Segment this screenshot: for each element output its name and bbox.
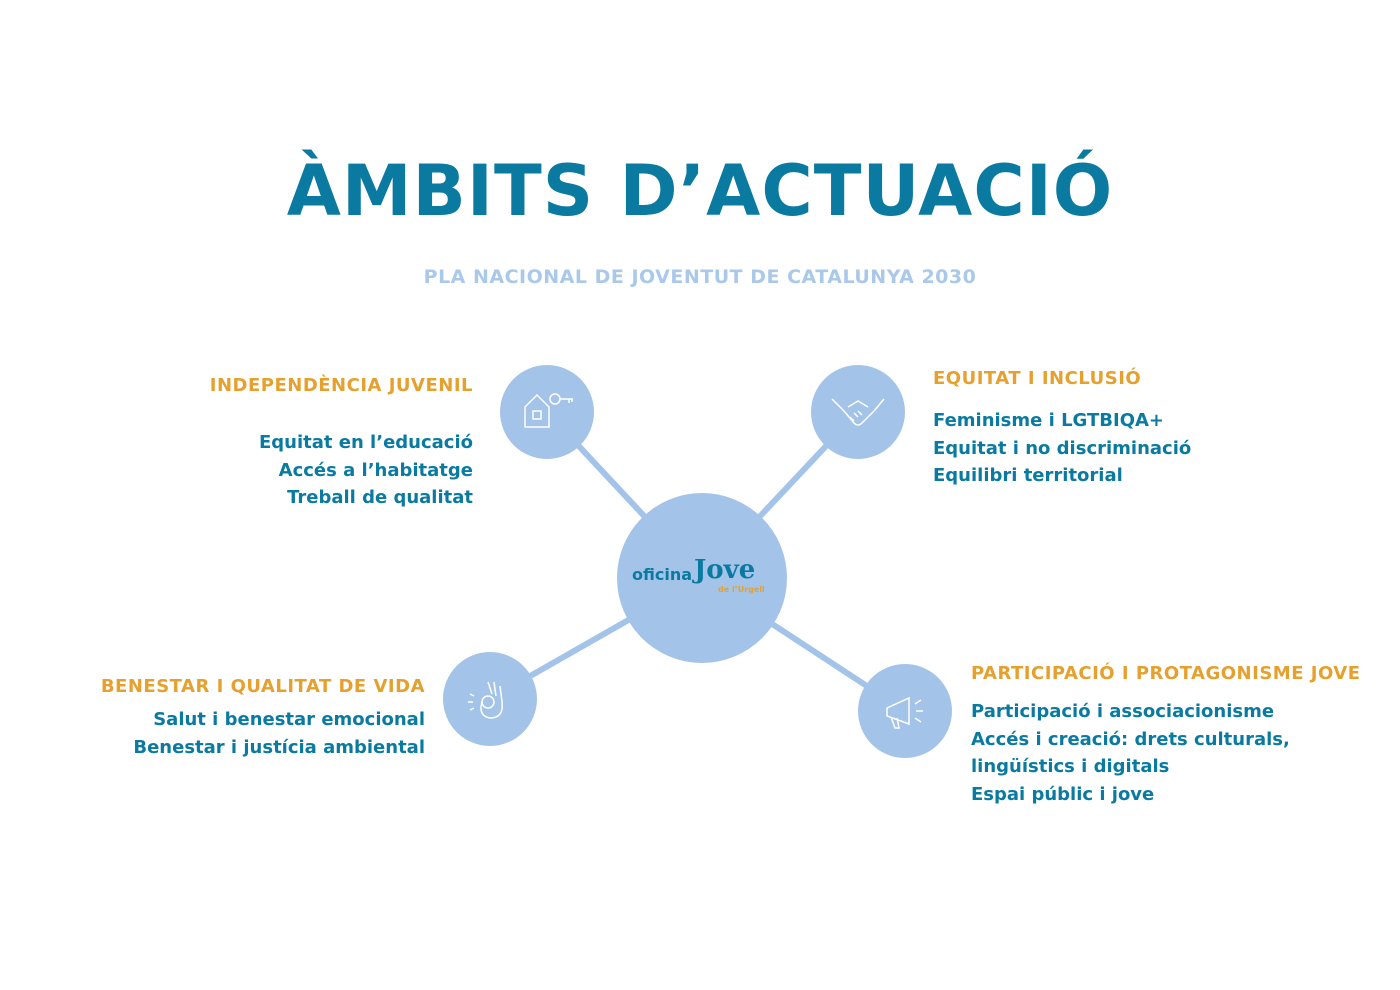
area-item: Salut i benestar emocional <box>153 709 425 730</box>
area-item: lingüístics i digitals <box>971 756 1170 777</box>
center-logo-circle: oficina Jove de l’Urgell <box>617 493 787 663</box>
benestar-circle <box>443 652 537 746</box>
area-item: Espai públic i jove <box>971 783 1155 805</box>
area-title: PARTICIPACIÓ I PROTAGONISME JOVE <box>971 663 1361 684</box>
area-item: Treball de qualitat <box>287 487 473 508</box>
area-item: Equitat en l’educació <box>258 432 473 453</box>
area-title: EQUITAT I INCLUSIÓ <box>933 368 1142 389</box>
area-item: Equitat i no discriminació <box>933 437 1192 459</box>
logo-text: Jove <box>694 555 756 585</box>
page-subtitle: PLA NACIONAL DE JOVENTUT DE CATALUNYA 20… <box>423 266 977 288</box>
house-key-icon <box>524 393 573 428</box>
logo-text: oficina <box>632 565 693 584</box>
area-independencia: INDEPENDÈNCIA JUVENIL Equitat en l’educa… <box>210 375 473 512</box>
area-item: Accés a l’habitatge <box>278 459 473 481</box>
ok-hand-icon <box>468 681 503 719</box>
megaphone-icon <box>886 696 923 729</box>
independencia-circle <box>500 365 594 459</box>
handshake-icon <box>831 398 885 426</box>
area-title: BENESTAR I QUALITAT DE VIDA <box>100 676 425 697</box>
logo-text: de l’Urgell <box>718 585 765 594</box>
area-equitat: EQUITAT I INCLUSIÓ Feminisme i LGTBIQA+ … <box>933 368 1191 490</box>
area-benestar: BENESTAR I QUALITAT DE VIDA Salut i bene… <box>101 676 425 761</box>
area-item: Equilibri territorial <box>933 465 1123 486</box>
oficina-jove-logo: oficina Jove de l’Urgell <box>632 553 772 603</box>
area-item: Participació i associacionisme <box>971 701 1275 722</box>
area-participacio: PARTICIPACIÓ I PROTAGONISME JOVE Partici… <box>971 663 1361 808</box>
area-item: Accés i creació: drets culturals, <box>971 728 1290 750</box>
page-title: ÀMBITS D’ACTUACIÓ <box>286 150 1114 232</box>
area-item: Benestar i justícia ambiental <box>133 736 425 758</box>
participacio-circle <box>858 664 952 758</box>
area-title: INDEPENDÈNCIA JUVENIL <box>209 375 473 396</box>
equitat-circle <box>811 365 905 459</box>
area-item: Feminisme i LGTBIQA+ <box>933 410 1165 431</box>
